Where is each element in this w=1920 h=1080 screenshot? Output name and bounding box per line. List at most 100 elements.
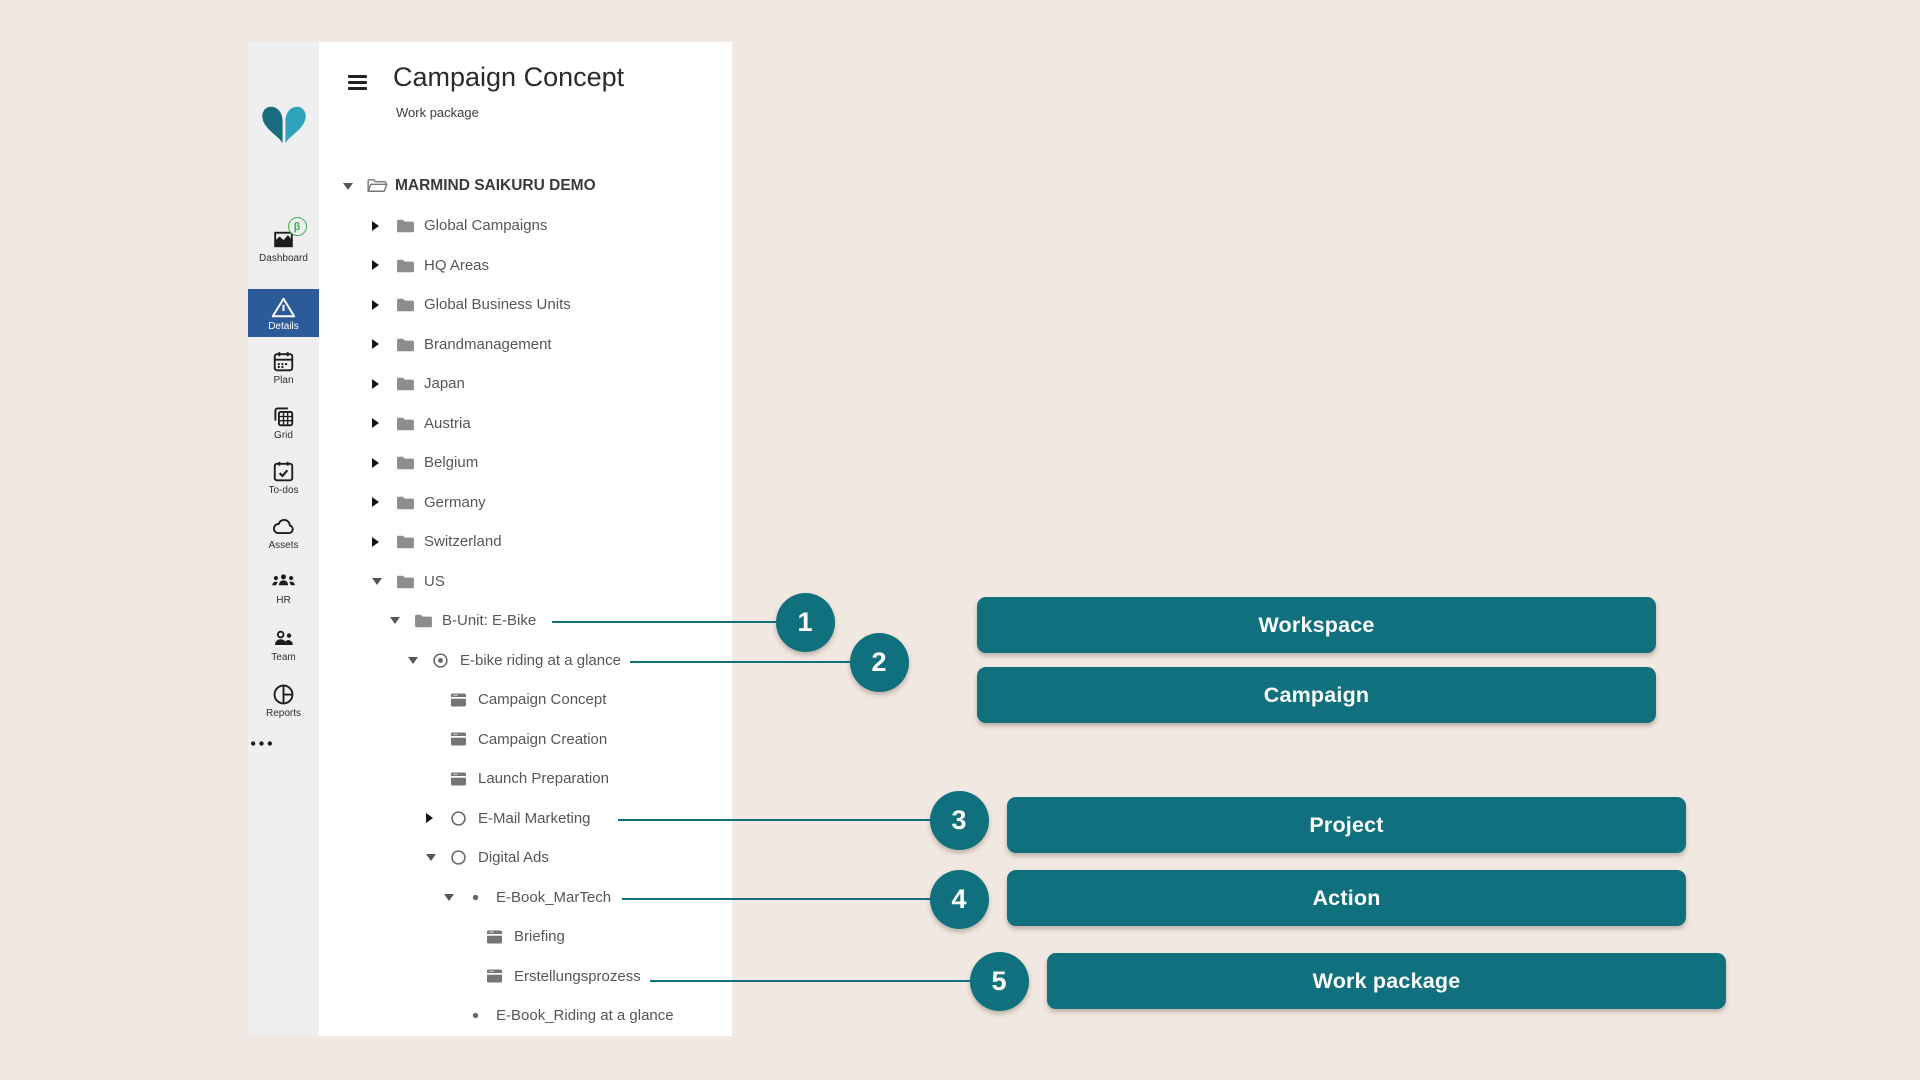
tree-item-global-campaigns[interactable]: Global Campaigns bbox=[319, 206, 547, 246]
expander-collapsed-icon[interactable] bbox=[426, 813, 433, 823]
tree-item-global-business-units[interactable]: Global Business Units bbox=[319, 285, 571, 325]
tree-item-brandmanagement[interactable]: Brandmanagement bbox=[319, 324, 552, 364]
expander-slot[interactable] bbox=[444, 893, 468, 901]
tree-item-label: Belgium bbox=[424, 454, 479, 471]
tree-item-label: Brandmanagement bbox=[424, 335, 552, 353]
hierarchy-tree: MARMIND SAIKURU DEMO Global Campaigns HQ A… bbox=[319, 42, 732, 1036]
sidebar-item-plan[interactable]: Plan bbox=[248, 348, 319, 386]
folder-icon bbox=[396, 258, 422, 273]
expander-slot[interactable] bbox=[343, 182, 367, 190]
expander-slot[interactable] bbox=[372, 536, 396, 547]
tree-item-label: Global Campaigns bbox=[424, 217, 548, 234]
tree-item-belgium[interactable]: Belgium bbox=[319, 443, 478, 483]
folder-icon bbox=[396, 534, 422, 549]
callout-number-1: 1 bbox=[775, 592, 835, 652]
expander-expanded-icon[interactable] bbox=[426, 854, 436, 861]
expander-slot[interactable] bbox=[408, 656, 432, 664]
tree-item-briefing[interactable]: Briefing bbox=[319, 917, 565, 957]
sidebar-item-to-dos[interactable]: To-dos bbox=[248, 458, 319, 496]
sidebar-item-label: Team bbox=[271, 652, 296, 663]
hamburger-menu-icon[interactable] bbox=[348, 75, 367, 90]
legend-button-action[interactable]: Action bbox=[1007, 870, 1686, 926]
tree-item-label: Launch Preparation bbox=[478, 770, 609, 787]
action-icon bbox=[468, 890, 494, 905]
tree-item-e-book-riding-at-a-glance[interactable]: E-Book_Riding at a glance bbox=[319, 996, 674, 1036]
folder-icon bbox=[414, 613, 440, 628]
marmind-heart-logo[interactable] bbox=[248, 100, 319, 148]
tree-item-b-unit-e-bike[interactable]: B-Unit: E-Bike bbox=[319, 601, 536, 641]
tree-item-e-mail-marketing[interactable]: E-Mail Marketing bbox=[319, 798, 591, 838]
tree-item-label: Switzerland bbox=[424, 533, 502, 550]
sidebar-item-label: Grid bbox=[274, 430, 293, 441]
legend-button-campaign[interactable]: Campaign bbox=[977, 667, 1656, 723]
tree-item-germany[interactable]: Germany bbox=[319, 482, 486, 522]
tree-item-label: Campaign Concept bbox=[478, 691, 607, 708]
expander-slot[interactable] bbox=[372, 299, 396, 310]
sidebar-item-more[interactable] bbox=[248, 736, 319, 750]
expander-collapsed-icon[interactable] bbox=[372, 299, 379, 310]
sidebar-item-assets[interactable]: Assets bbox=[248, 513, 319, 551]
expander-collapsed-icon[interactable] bbox=[372, 220, 379, 231]
tree-item-e-book-martech[interactable]: E-Book_MarTech bbox=[319, 877, 611, 917]
expander-slot[interactable] bbox=[372, 260, 396, 270]
workpackage-icon bbox=[450, 692, 476, 708]
expander-collapsed-icon[interactable] bbox=[372, 260, 379, 270]
tree-item-hq-areas[interactable]: HQ Areas bbox=[319, 245, 489, 285]
sidebar-item-grid[interactable]: Grid bbox=[248, 403, 319, 441]
expander-collapsed-icon[interactable] bbox=[372, 339, 379, 349]
project-icon bbox=[450, 849, 476, 866]
project-icon bbox=[450, 810, 476, 827]
todos-icon bbox=[271, 458, 297, 484]
tree-item-switzerland[interactable]: Switzerland bbox=[319, 522, 502, 562]
sidebar-item-hr[interactable]: HR bbox=[248, 568, 319, 606]
tree-item-marmind-saikuru-demo[interactable]: MARMIND SAIKURU DEMO bbox=[319, 166, 596, 206]
legend-button-work-package[interactable]: Work package bbox=[1047, 953, 1726, 1009]
expander-expanded-icon[interactable] bbox=[343, 182, 353, 190]
expander-expanded-icon[interactable] bbox=[372, 577, 382, 585]
legend-button-workspace[interactable]: Workspace bbox=[977, 597, 1656, 653]
expander-slot[interactable] bbox=[372, 497, 396, 507]
tree-item-campaign-concept[interactable]: Campaign Concept bbox=[319, 680, 606, 720]
sidebar-item-label: HR bbox=[276, 595, 291, 606]
sidebar-item-details[interactable]: Details bbox=[248, 289, 319, 337]
workpackage-icon bbox=[486, 929, 512, 945]
expander-expanded-icon[interactable] bbox=[390, 617, 400, 624]
tree-item-launch-preparation[interactable]: Launch Preparation bbox=[319, 759, 609, 799]
expander-expanded-icon[interactable] bbox=[444, 893, 454, 901]
tree-item-erstellungsprozess[interactable]: Erstellungsprozess bbox=[319, 956, 641, 996]
expander-collapsed-icon[interactable] bbox=[372, 457, 379, 468]
expander-collapsed-icon[interactable] bbox=[372, 418, 379, 428]
sidebar-item-team[interactable]: Team bbox=[248, 625, 319, 663]
expander-slot[interactable] bbox=[426, 813, 450, 823]
tree-item-label: Campaign Creation bbox=[478, 730, 608, 748]
grid-icon bbox=[271, 403, 297, 429]
tree-item-austria[interactable]: Austria bbox=[319, 403, 471, 443]
expander-collapsed-icon[interactable] bbox=[372, 536, 379, 547]
legend-button-project[interactable]: Project bbox=[1007, 797, 1686, 853]
expander-slot[interactable] bbox=[372, 577, 396, 585]
sidebar-item-reports[interactable]: Reports bbox=[248, 681, 319, 719]
tree-item-label: B-Unit: E-Bike bbox=[442, 612, 537, 629]
callout-line-5 bbox=[650, 979, 999, 983]
expander-slot[interactable] bbox=[372, 220, 396, 231]
expander-slot[interactable] bbox=[372, 378, 396, 389]
tree-item-label: US bbox=[424, 572, 445, 590]
expander-slot[interactable] bbox=[390, 617, 414, 624]
expander-slot[interactable] bbox=[372, 457, 396, 468]
tree-item-japan[interactable]: Japan bbox=[319, 364, 465, 404]
expander-slot[interactable] bbox=[372, 339, 396, 349]
callout-number-5: 5 bbox=[969, 951, 1029, 1011]
tree-item-e-bike-riding-at-a-glance[interactable]: E-bike riding at a glance bbox=[319, 640, 621, 680]
expander-collapsed-icon[interactable] bbox=[372, 497, 379, 507]
expander-slot[interactable] bbox=[372, 418, 396, 428]
expander-slot[interactable] bbox=[426, 854, 450, 861]
expander-expanded-icon[interactable] bbox=[408, 656, 418, 664]
tree-item-us[interactable]: US bbox=[319, 561, 445, 601]
folder-icon bbox=[396, 495, 422, 510]
tree-item-campaign-creation[interactable]: Campaign Creation bbox=[319, 719, 607, 759]
tree-item-digital-ads[interactable]: Digital Ads bbox=[319, 838, 549, 878]
expander-collapsed-icon[interactable] bbox=[372, 378, 379, 389]
folder-open-icon bbox=[367, 178, 393, 194]
